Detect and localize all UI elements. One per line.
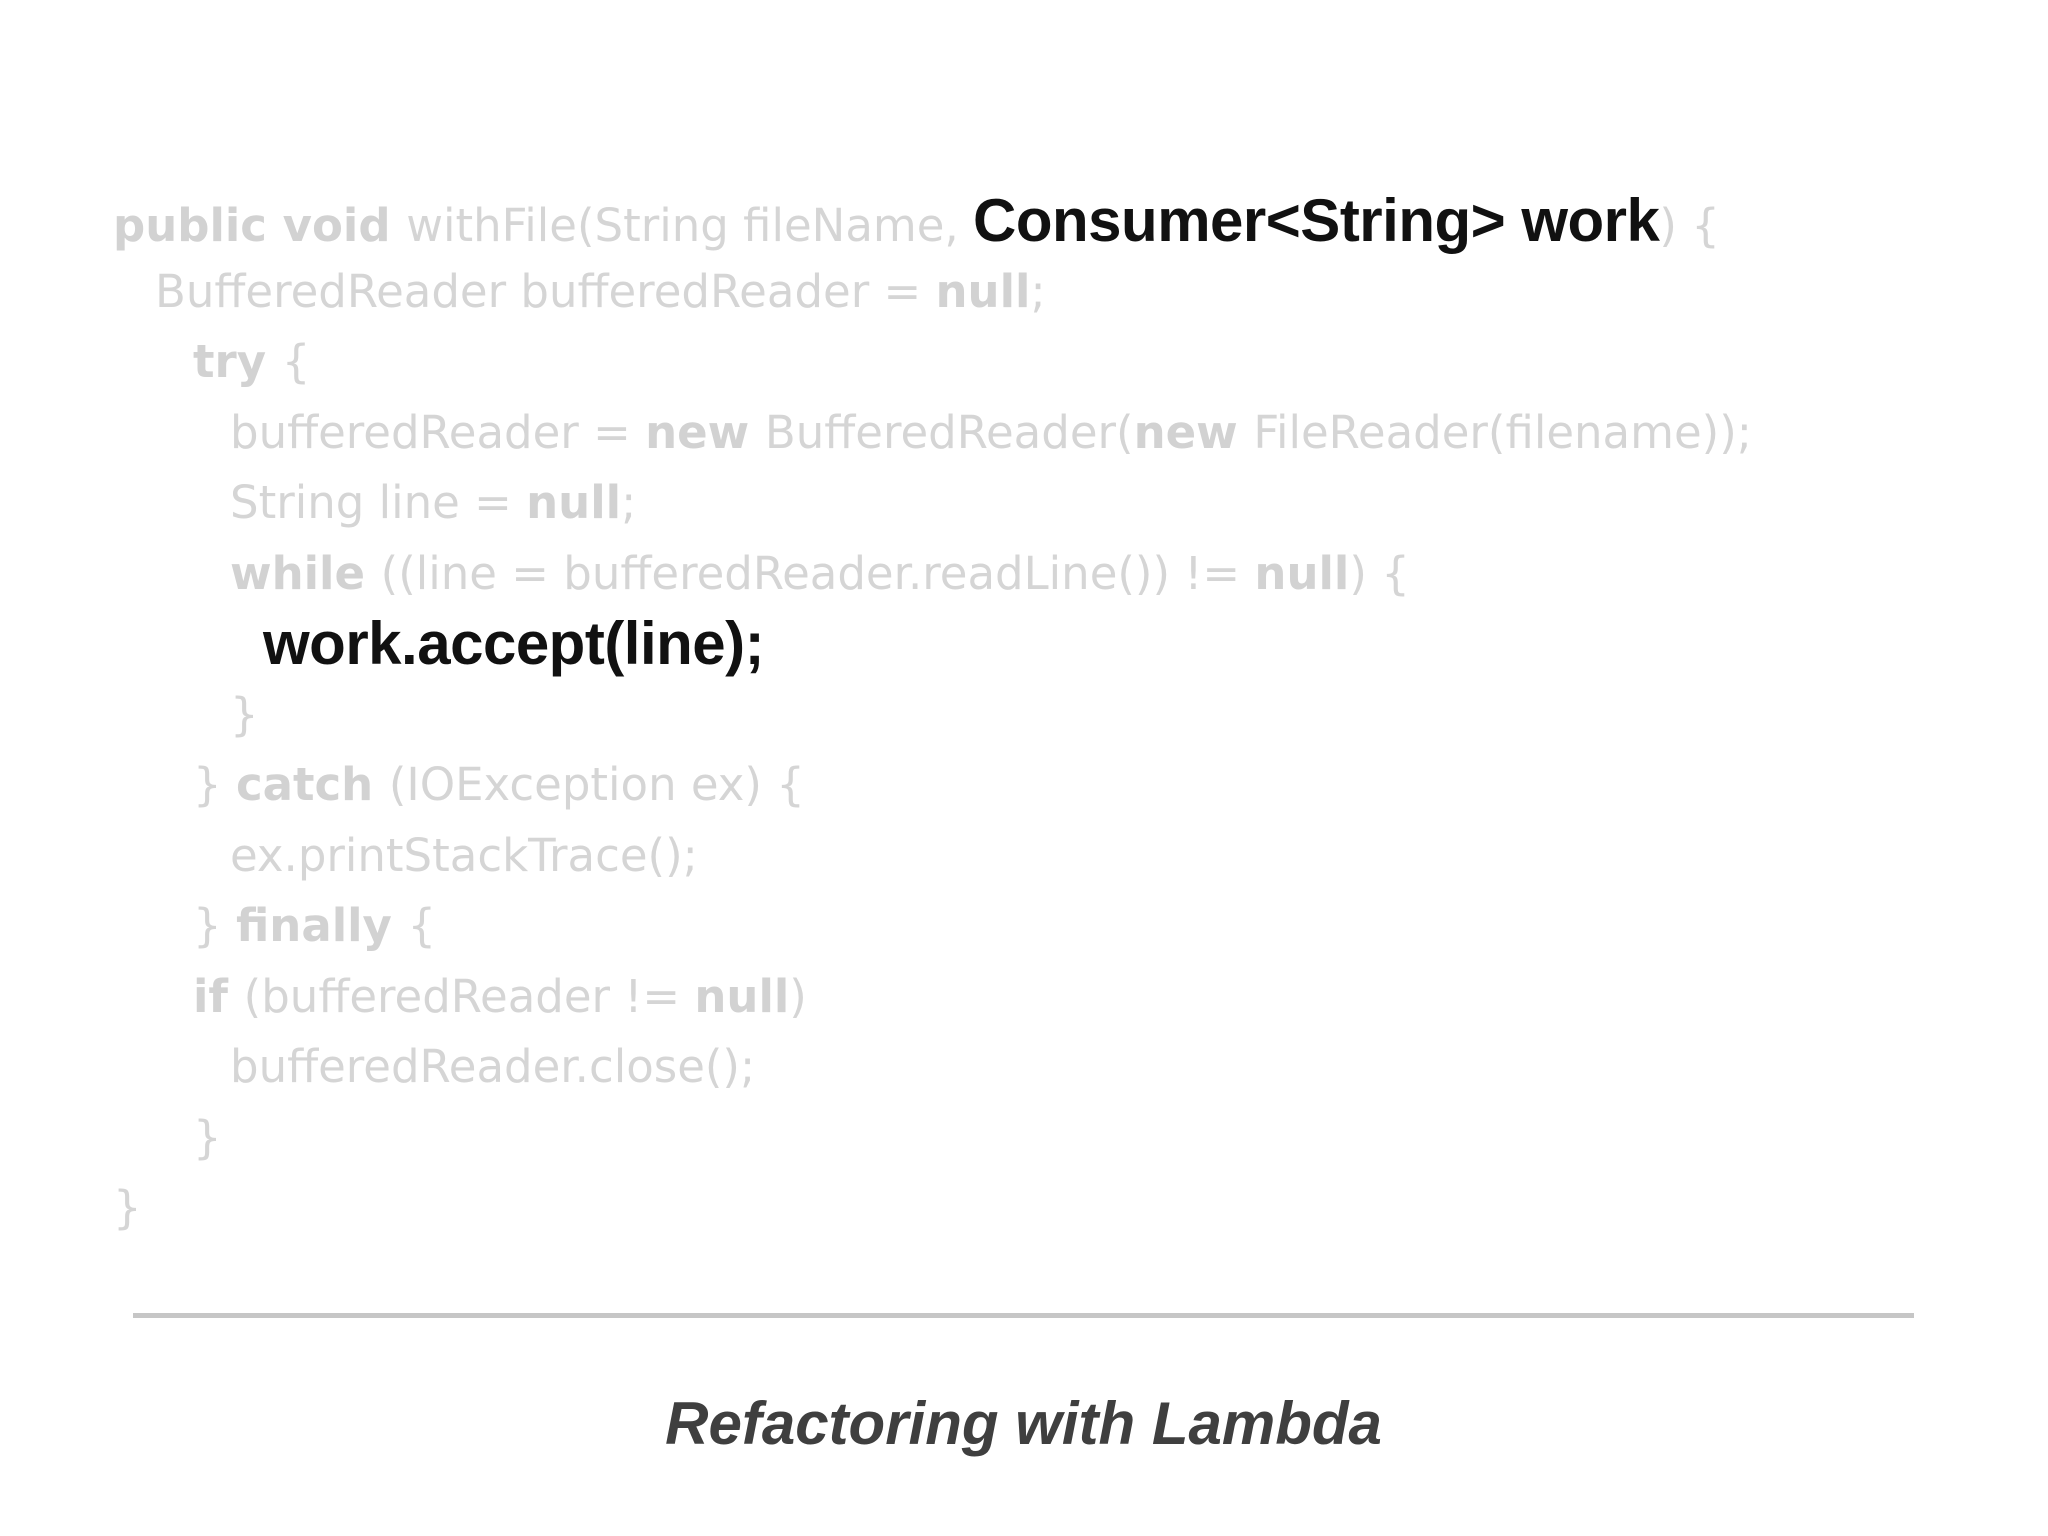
code-highlight: work.accept(line);: [263, 610, 765, 677]
code-token: {: [281, 335, 311, 388]
code-line: } catch (IOException ex) {: [0, 750, 2048, 821]
code-token: withFile(String fileName,: [406, 199, 974, 252]
code-token: new: [1133, 405, 1254, 459]
code-token: ): [789, 969, 807, 1023]
code-line: if (bufferedReader != null): [0, 962, 2048, 1033]
footer-divider: [133, 1313, 1914, 1318]
code-token: String line =: [230, 476, 527, 529]
code-token: null: [694, 969, 790, 1023]
code-line: }: [0, 680, 2048, 751]
code-token: {: [407, 899, 437, 952]
title-band: Refactoring with Lambda: [133, 1382, 1914, 1466]
code-token: BufferedReader(: [764, 405, 1134, 459]
code-token: ;: [621, 476, 637, 529]
code-token: if: [193, 969, 244, 1023]
code-line: while ((line = bufferedReader.readLine()…: [0, 539, 2048, 610]
code-token: bufferedReader.close();: [230, 1040, 756, 1093]
code-token: }: [193, 758, 236, 811]
code-token: null: [1254, 546, 1350, 600]
code-token: null: [526, 476, 622, 529]
code-line: }: [0, 1103, 2048, 1174]
code-token: (bufferedReader !=: [243, 969, 695, 1023]
code-token: }: [193, 1110, 222, 1164]
code-token: BufferedReader bufferedReader =: [155, 264, 936, 318]
code-token: }: [113, 1181, 142, 1234]
code-token: while: [230, 546, 381, 600]
code-token: FileReader(filename));: [1253, 405, 1752, 459]
code-token: bufferedReader =: [230, 405, 646, 459]
code-token: (IOException ex) {: [388, 758, 805, 811]
code-line: ex.printStackTrace();: [0, 821, 2048, 892]
code-line: bufferedReader.close();: [0, 1032, 2048, 1103]
code-token: finally: [235, 899, 408, 952]
code-line: public void withFile(String fileName, Co…: [0, 186, 2048, 257]
code-token: try: [193, 335, 282, 388]
code-line: bufferedReader = new BufferedReader(new …: [0, 398, 2048, 469]
code-line: BufferedReader bufferedReader = null;: [0, 257, 2048, 328]
code-token: null: [935, 264, 1031, 318]
code-token: new: [645, 405, 765, 459]
code-token: ) {: [1349, 546, 1410, 600]
code-token: public void: [113, 199, 407, 252]
code-token: catch: [235, 758, 389, 811]
code-token: }: [230, 687, 259, 741]
code-token: ex.printStackTrace();: [230, 828, 698, 882]
code-block: public void withFile(String fileName, Co…: [0, 186, 2048, 1244]
code-line: String line = null;: [0, 468, 2048, 539]
code-token: }: [193, 899, 236, 952]
slide-title: Refactoring with Lambda: [665, 1390, 1382, 1457]
code-highlight: Consumer<String> work: [973, 187, 1660, 254]
code-line: }: [0, 1173, 2048, 1244]
code-line: work.accept(line);: [0, 609, 2048, 680]
code-line: try {: [0, 327, 2048, 398]
code-token: ((line = bufferedReader.readLine()) !=: [380, 546, 1255, 600]
code-token: ;: [1030, 264, 1046, 318]
code-token: ) {: [1659, 199, 1720, 252]
code-line: } finally {: [0, 891, 2048, 962]
